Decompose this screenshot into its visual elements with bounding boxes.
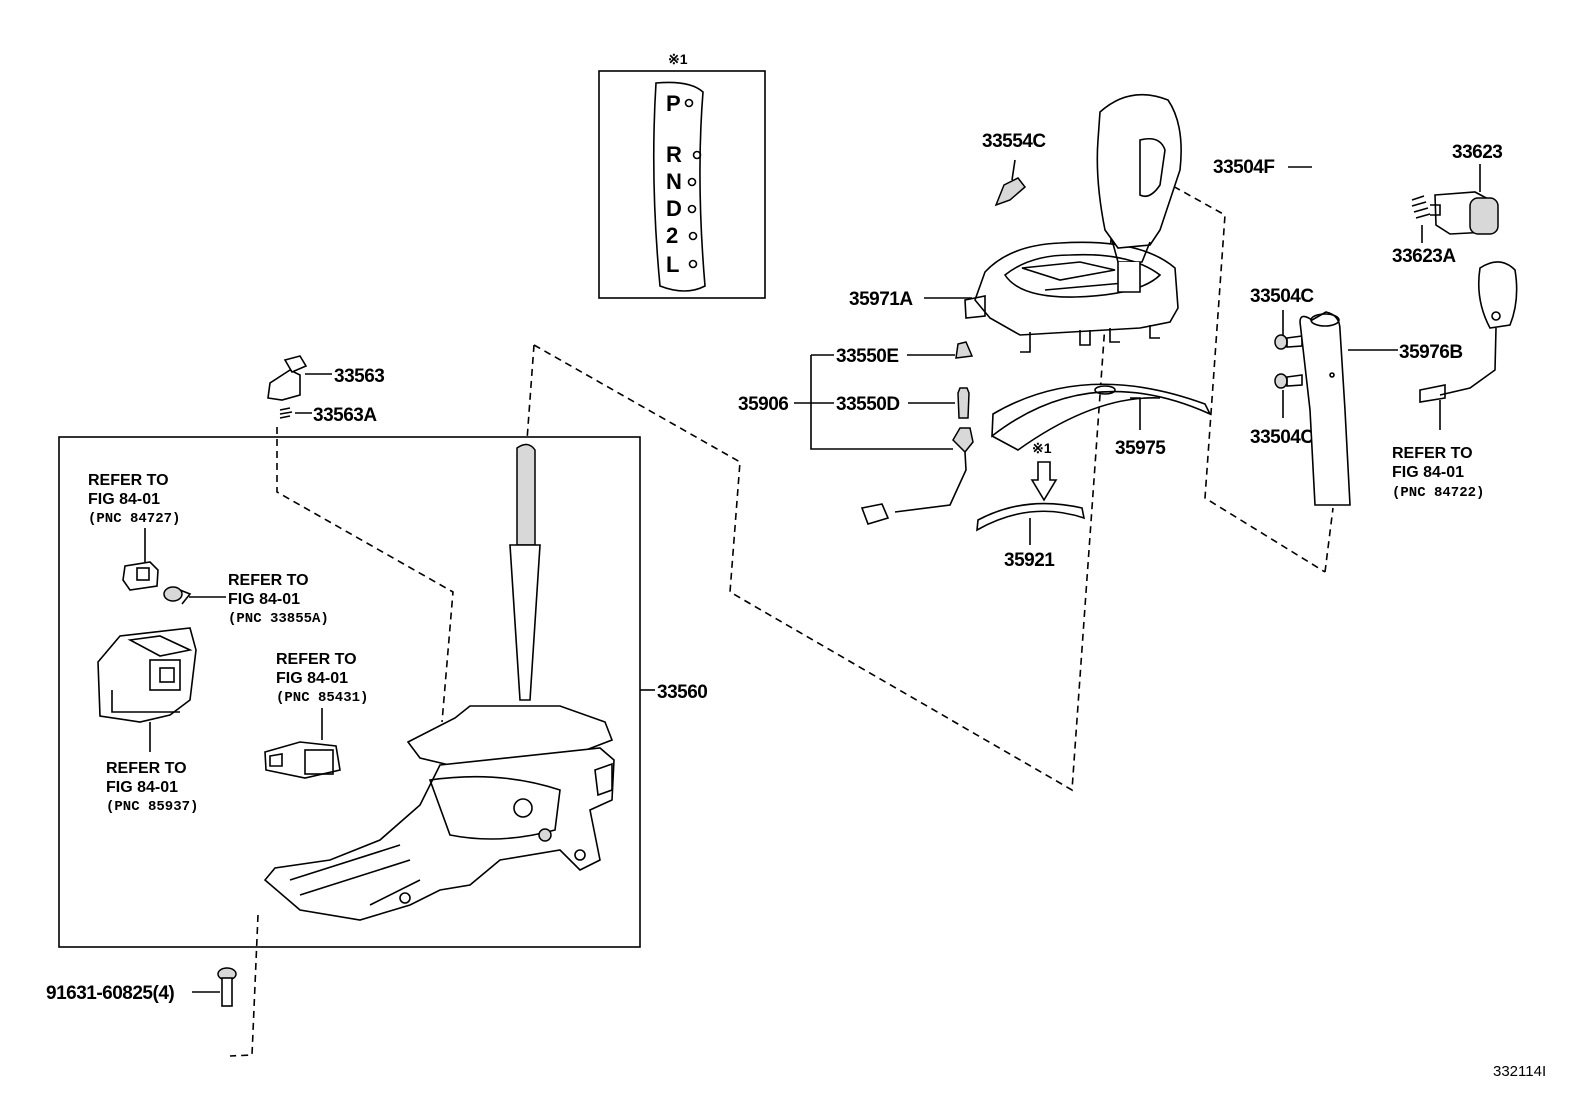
gate-position-2: 2 — [666, 223, 678, 248]
shift-lever-assy-frame — [58, 436, 641, 948]
slide-plate-35975-icon — [991, 383, 1212, 451]
part-35921: 35921 — [1004, 550, 1055, 571]
knob-sleeve-35976B-icon — [1299, 311, 1351, 506]
svg-text:REFER TO: REFER TO — [228, 572, 309, 589]
part-33623: 33623 — [1452, 142, 1502, 163]
part-33560: 33560 — [657, 682, 707, 703]
ref-pnc-85431: REFER TO FIG 84-01 (PNC 85431) — [276, 651, 368, 706]
svg-text:REFER TO: REFER TO — [276, 651, 357, 668]
part-33504C-upper: 33504C — [1250, 286, 1314, 307]
svg-text:REFER TO: REFER TO — [88, 472, 169, 489]
shift-knob-33504F-icon — [1096, 93, 1182, 293]
part-91631-60825: 91631-60825(4) — [46, 983, 174, 1004]
part-35975: 35975 — [1115, 438, 1166, 459]
part-33623A: 33623A — [1392, 246, 1456, 267]
svg-text:FIG 84-01: FIG 84-01 — [1392, 464, 1464, 481]
part-33554C: 33554C — [982, 131, 1046, 152]
part-33563: 33563 — [334, 366, 384, 387]
shift-cover-35971A-icon — [964, 241, 1179, 353]
switch-33623-icon — [1430, 191, 1499, 235]
part-33550D: 33550D — [836, 394, 900, 415]
svg-text:(PNC 33855A): (PNC 33855A) — [228, 611, 329, 627]
ref-pnc-85937: REFER TO FIG 84-01 (PNC 85937) — [106, 760, 198, 815]
figure-id: 332114I — [1493, 1063, 1546, 1080]
arrow-down-icon — [1030, 461, 1058, 502]
switch-85431-icon — [264, 741, 341, 779]
part-33504F: 33504F — [1213, 157, 1274, 178]
svg-text:REFER TO: REFER TO — [1392, 445, 1473, 462]
bolt-dashed-guide — [229, 914, 259, 1057]
stopper-33563-icon — [267, 355, 308, 401]
gate-position-n: N — [666, 169, 682, 194]
part-33504C-lower: 33504C — [1250, 427, 1314, 448]
bolt-91631-icon — [217, 967, 237, 1007]
knob-dashed-guide — [1324, 507, 1334, 573]
slide-note-marker: ※1 — [1032, 440, 1052, 456]
part-33563A: 33563A — [313, 405, 377, 426]
gate-plate — [652, 81, 706, 292]
lever-dashed-guide — [526, 344, 535, 441]
part-35906: 35906 — [738, 394, 788, 415]
assembly-dashed-outline — [533, 153, 1326, 792]
gate-note-marker: ※1 — [668, 51, 688, 67]
shift-lever-assembly-icon — [263, 443, 615, 921]
bulb-33550E-icon — [955, 341, 974, 359]
gate-position-r: R — [666, 142, 682, 167]
knob-switch-harness-icon — [1419, 261, 1518, 403]
bulb-33550D-icon — [957, 387, 970, 419]
svg-text:FIG 84-01: FIG 84-01 — [228, 591, 300, 608]
harness-35906-icon — [860, 427, 974, 525]
clip-33554C-icon — [994, 177, 1027, 207]
part-33550E: 33550E — [836, 346, 899, 367]
screw-upper-icon — [1274, 334, 1303, 350]
svg-text:FIG 84-01: FIG 84-01 — [106, 779, 178, 796]
gate-position-d: D — [666, 196, 682, 221]
bulb-33855A-icon — [163, 586, 192, 605]
svg-text:(PNC 85937): (PNC 85937) — [106, 799, 198, 815]
screw-lower-icon — [1274, 373, 1303, 389]
gate-indicator-lamps — [684, 98, 702, 269]
svg-text:(PNC 85431): (PNC 85431) — [276, 690, 368, 706]
sensor-84727-icon — [122, 561, 159, 591]
indicator-plate-35921-icon — [976, 502, 1086, 532]
gate-panel-frame — [598, 70, 766, 299]
svg-text:FIG 84-01: FIG 84-01 — [276, 670, 348, 687]
ref-pnc-84727: REFER TO FIG 84-01 (PNC 84727) — [88, 472, 180, 527]
gate-position-p: P — [666, 91, 681, 116]
spring-33623A-icon — [1411, 195, 1431, 219]
svg-text:FIG 84-01: FIG 84-01 — [88, 491, 160, 508]
svg-text:(PNC 84727): (PNC 84727) — [88, 511, 180, 527]
part-35971A: 35971A — [849, 289, 913, 310]
spring-33563A-icon — [279, 407, 293, 419]
gate-position-l: L — [666, 252, 679, 277]
ref-pnc-33855A: REFER TO FIG 84-01 (PNC 33855A) — [228, 572, 329, 627]
ref-pnc-84722: REFER TO FIG 84-01 (PNC 84722) — [1392, 445, 1484, 501]
svg-text:(PNC 84722): (PNC 84722) — [1392, 485, 1484, 501]
part-35976B: 35976B — [1399, 342, 1463, 363]
gate-indicator-panel: ※1 P R N D 2 L — [598, 51, 766, 299]
svg-text:REFER TO: REFER TO — [106, 760, 187, 777]
solenoid-85937-icon — [97, 627, 197, 723]
